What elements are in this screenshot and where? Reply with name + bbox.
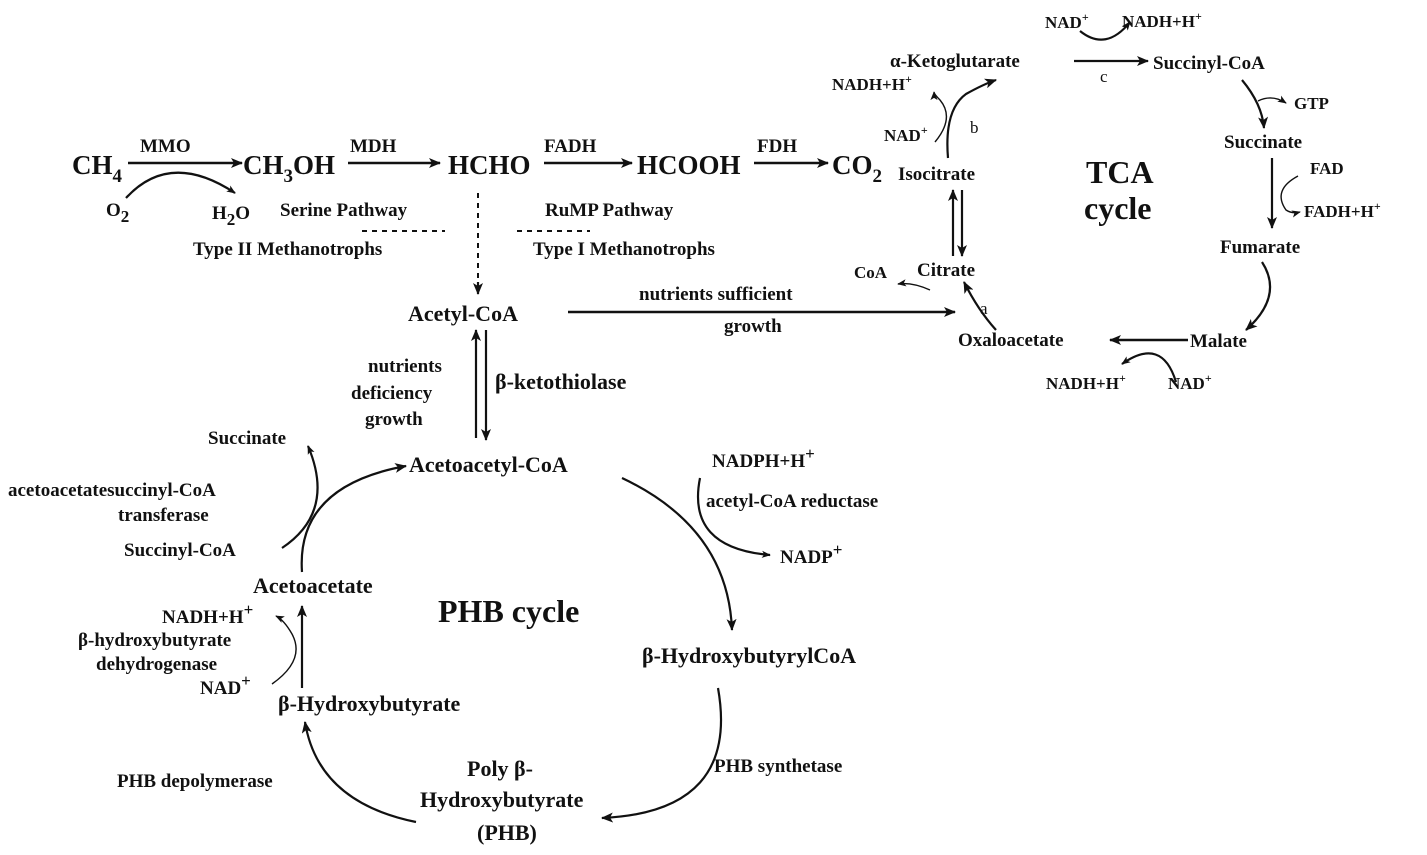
nad-bottom-curve <box>1121 352 1178 383</box>
isocitrate-label: Isocitrate <box>898 164 975 185</box>
nadh-left-label: NADH+H+ <box>832 72 912 94</box>
fumarate-to-malate-arrow <box>1245 261 1272 331</box>
isocitrate-to-akg-arrow <box>946 78 997 159</box>
reductase-label: acetyl-CoA reductase <box>706 491 878 512</box>
deficiency-line2: deficiency <box>351 383 433 404</box>
nadh-phb-label: NADH+H+ <box>162 600 253 628</box>
depolymerase-label: PHB depolymerase <box>117 771 273 792</box>
fad-curve <box>1280 175 1301 218</box>
rump-pathway-label: RuMP Pathway <box>545 200 674 221</box>
co2-label: CO2 <box>832 150 882 187</box>
hydroxybutyryl-to-phb-arrow <box>601 687 723 823</box>
oxaloacetate-to-citrate-arrow <box>963 281 997 331</box>
deficiency-line1: nutrients <box>368 356 442 377</box>
tca-title-line2: cycle <box>1084 190 1152 226</box>
oxaloacetate-label: Oxaloacetate <box>958 330 1064 351</box>
nad-top-label: NAD+ <box>1045 10 1089 32</box>
growth-label: growth <box>724 316 782 337</box>
o2-label: O2 <box>106 200 129 226</box>
ketothiolase-label: β-ketothiolase <box>495 369 627 394</box>
nad-bottom-label: NAD+ <box>1168 371 1212 393</box>
transferase-line2: transferase <box>118 505 209 526</box>
serine-pathway-label: Serine Pathway <box>280 200 408 221</box>
dehydrogenase-line2: dehydrogenase <box>96 654 217 675</box>
methane-oxidation-pathway: CH4 MMO O2 H2O CH3OH MDH HCHO FADH HCOOH… <box>72 136 882 295</box>
fdh-label: FDH <box>757 136 797 157</box>
nutrients-sufficient-label: nutrients sufficient <box>639 284 793 305</box>
mdh-label: MDH <box>350 136 397 157</box>
acetyl-coa-label: Acetyl-CoA <box>408 301 518 326</box>
hcooh-label: HCOOH <box>637 150 741 180</box>
coa-label: CoA <box>854 263 888 282</box>
nad-phb-curve <box>271 615 297 685</box>
nad-left-label: NAD+ <box>884 123 928 145</box>
deficiency-line3: growth <box>365 409 423 430</box>
dehydrogenase-line1: β-hydroxybutyrate <box>78 630 231 651</box>
succinylcoa-succinate-curve <box>281 445 319 549</box>
fad-label: FAD <box>1310 159 1344 178</box>
acetoacetyl-coa-label: Acetoacetyl-CoA <box>409 452 568 477</box>
transferase-line1: acetoacetatesuccinyl-CoA <box>8 480 216 501</box>
a-ketoglutarate-label: α-Ketoglutarate <box>890 51 1020 72</box>
o2-h2o-curve <box>125 171 236 199</box>
phb-cycle: PHB cycle NADPH+H+ acetyl-CoA reductase … <box>8 428 878 845</box>
hydroxybutyrate-label: β-Hydroxybutyrate <box>278 691 461 716</box>
type2-label: Type II Methanotrophs <box>193 239 382 260</box>
phb-cycle-title: PHB cycle <box>438 593 579 629</box>
ch3oh-label: CH3OH <box>243 150 335 187</box>
succinate-phb-label: Succinate <box>208 428 286 449</box>
mmo-label: MMO <box>140 136 191 157</box>
phb-to-hydroxybutyrate-arrow <box>301 721 417 824</box>
nadph-label: NADPH+H+ <box>712 444 815 472</box>
central-branch: Acetyl-CoA nutrients sufficient growth n… <box>351 284 956 477</box>
nadp-label: NADP+ <box>780 540 842 568</box>
type1-label: Type I Methanotrophs <box>533 239 715 260</box>
h2o-label: H2O <box>212 203 250 229</box>
nad-phb-label: NAD+ <box>200 671 251 699</box>
fadh-h-label: FADH+H+ <box>1304 199 1381 221</box>
fadh-label: FADH <box>544 136 597 157</box>
label-b: b <box>970 118 979 137</box>
tca-title-line1: TCA <box>1086 154 1154 190</box>
nadph-curve <box>696 477 771 558</box>
tca-cycle: TCA cycle α-Ketoglutarate NAD+ NADH+H+ c… <box>832 9 1381 393</box>
poly-line2: Hydroxybutyrate <box>420 787 584 812</box>
poly-line3: (PHB) <box>477 820 537 845</box>
malate-label: Malate <box>1190 331 1247 352</box>
succinate-tca-label: Succinate <box>1224 132 1302 153</box>
succinyl-coa-tca-label: Succinyl-CoA <box>1153 53 1265 74</box>
gtp-label: GTP <box>1294 94 1329 113</box>
hcho-label: HCHO <box>448 150 531 180</box>
synthetase-label: PHB synthetase <box>714 756 842 777</box>
poly-line1: Poly β- <box>467 756 533 781</box>
gtp-curve <box>1257 95 1287 104</box>
hydroxybutyryl-coa-label: β-HydroxybutyrylCoA <box>642 643 856 668</box>
nad-top-curve <box>1079 21 1131 41</box>
acetoacetate-to-acetoacetyl-arrow <box>300 463 407 573</box>
nadh-bottom-label: NADH+H+ <box>1046 371 1126 393</box>
coa-curve <box>897 279 931 291</box>
fumarate-label: Fumarate <box>1220 237 1300 258</box>
label-a: a <box>980 299 988 318</box>
nad-left-curve <box>930 91 948 143</box>
succinyl-coa-phb-label: Succinyl-CoA <box>124 540 236 561</box>
label-c: c <box>1100 67 1108 86</box>
succinylcoa-to-succinate-arrow <box>1241 79 1269 129</box>
acetoacetate-label: Acetoacetate <box>253 573 373 598</box>
acetoacetyl-to-hydroxybutyryl-arrow <box>621 477 737 631</box>
ch4-label: CH4 <box>72 150 123 187</box>
citrate-label: Citrate <box>917 260 975 281</box>
nadh-top-label: NADH+H+ <box>1122 9 1202 31</box>
